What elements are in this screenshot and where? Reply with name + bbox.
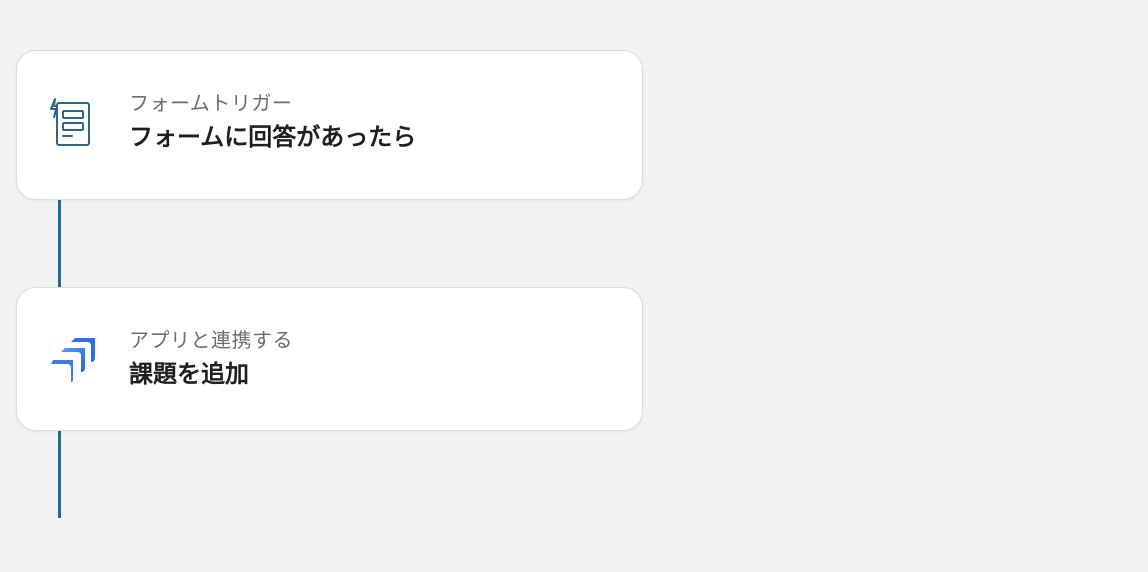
step-type-label: アプリと連携する <box>129 328 293 352</box>
step-type-label: フォームトリガー <box>129 91 293 115</box>
flow-step-form-trigger[interactable]: フォームトリガー フォームに回答があったら <box>16 50 643 200</box>
flow-step-app-action[interactable]: アプリと連携する 課題を追加 <box>16 287 643 431</box>
step-title: フォームに回答があったら <box>129 123 417 151</box>
flow-step-text: アプリと連携する 課題を追加 <box>129 326 622 390</box>
flow-connector <box>58 200 61 288</box>
step-title: 課題を追加 <box>129 360 249 388</box>
form-trigger-icon <box>47 97 99 149</box>
jira-icon <box>47 334 99 386</box>
flow-step-text: フォームトリガー フォームに回答があったら <box>129 89 622 153</box>
flow-connector <box>58 431 61 518</box>
